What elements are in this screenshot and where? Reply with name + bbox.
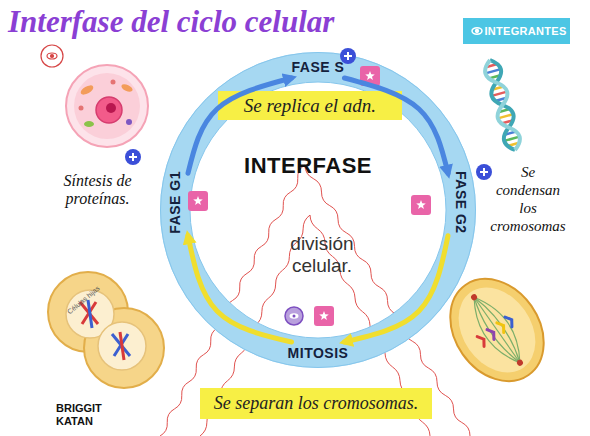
ring-edge: [161, 53, 476, 368]
cell-illustration-part: [79, 106, 84, 111]
mitosis-cell-part-part: [474, 297, 520, 363]
mitosis-cell-part-part: [463, 297, 520, 370]
plus-icon-part: [344, 52, 352, 60]
star-icon-part: [193, 196, 203, 205]
plus-icon: [125, 149, 141, 165]
cell-illustration-part: [84, 121, 94, 127]
ring-edge: [190, 82, 446, 338]
eye-icon: [41, 45, 63, 67]
star-icon: [411, 195, 431, 215]
dna-helix-part: [492, 92, 507, 96]
star-icon-part: [319, 311, 329, 320]
cell-illustration: [66, 65, 148, 147]
star-icon-part: [411, 195, 431, 215]
ring-text: INTERFASE: [208, 153, 408, 179]
cell-illustration-part: [126, 119, 132, 125]
plus-icon-part: [480, 168, 488, 176]
dna-helix: [485, 60, 520, 150]
dna-helix-part: [485, 60, 520, 150]
dna-helix-part: [498, 114, 513, 118]
daughter-cells-part: [120, 332, 124, 360]
mitosis-cell-part-part: [497, 320, 507, 332]
phase-label: FASE G1: [167, 171, 183, 234]
button-eye-icon-part: [472, 28, 482, 34]
phase-label: FASE S: [292, 59, 345, 75]
mitosis-cell-part-part: [505, 315, 515, 327]
phase-label-box: MITOSIS: [278, 342, 358, 364]
highlight-band: Se replica el adn.: [218, 91, 402, 120]
cell-illustration-part: [106, 103, 116, 113]
band-text: Se replica el adn.: [244, 95, 376, 117]
mitosis-cell-part: [443, 273, 551, 387]
plus-icon-part: [476, 164, 492, 180]
cycle-arrow: [188, 78, 292, 173]
button-eye-icon: [472, 28, 482, 34]
cell-illustration-part: [111, 80, 116, 85]
note-text: Se condensan los cromosomas: [488, 163, 568, 235]
cell-illustration-part: [66, 65, 148, 147]
star-icon: [314, 306, 334, 326]
mitosis-cell-part-part: [477, 334, 487, 346]
eye-button-icon-part: [293, 315, 296, 318]
cell-illustration-part: [96, 97, 122, 123]
members-button: INTEGRANTES: [463, 18, 570, 44]
dna-helix-part: [485, 69, 500, 73]
image-caption: Células hijas: [66, 284, 101, 315]
phase-label: FASE G2: [453, 171, 469, 234]
plus-icon: [340, 48, 356, 64]
star-icon: [188, 191, 208, 211]
button-eye-icon-part: [476, 30, 479, 33]
cycle-arrow: [344, 78, 448, 173]
eye-icon-ring: [41, 45, 63, 67]
eye-button-icon-part: [285, 307, 303, 325]
mitosis-cell-part-part: [474, 290, 531, 363]
cell-illustration-part: [120, 83, 133, 94]
star-icon-part: [314, 306, 334, 326]
author-name: BRIGGIT KATAN: [56, 402, 116, 428]
mitosis-cell-part-part: [469, 297, 520, 366]
phase-label-box: FASE G1: [162, 160, 188, 244]
mitosis-cell-part-part: [487, 327, 497, 339]
star-icon-part: [188, 191, 208, 211]
plus-icon-part: [129, 153, 137, 161]
button-label: INTEGRANTES: [484, 25, 566, 37]
mitosis-cell-part-part: [474, 294, 525, 363]
cycle-arrow: [344, 236, 448, 342]
mitosis-cell-part: [516, 359, 524, 367]
star-icon: [360, 66, 380, 86]
daughter-cells-part: [98, 322, 146, 370]
mitosis-cell-part: [463, 290, 530, 370]
band-text: Se separan los cromosomas.: [214, 393, 418, 414]
mitosis-cell-part: [470, 293, 478, 301]
note-text: Síntesis de proteínas.: [50, 172, 145, 209]
cell-illustration-part: [74, 73, 140, 139]
diagram-title: Interfase del ciclo celular: [8, 4, 334, 40]
cell-illustration-part: [79, 83, 95, 96]
eye-button-icon-part: [290, 313, 299, 319]
eye-icon-pupil: [51, 55, 54, 58]
phase-label: MITOSIS: [288, 345, 349, 361]
eye-icon-shape: [47, 53, 57, 59]
star-icon-part: [365, 71, 375, 80]
mitosis-cell-part: [477, 315, 515, 347]
ring-text: división celular.: [267, 233, 377, 277]
star-icon-part: [360, 66, 380, 86]
dna-helix-part: [504, 137, 519, 141]
daughter-cells-part: [88, 300, 92, 328]
plus-icon-part: [340, 48, 356, 64]
cycle-arrow: [188, 236, 292, 342]
eye-button-icon: [285, 307, 303, 325]
phase-label-box: FASE G2: [448, 160, 474, 244]
plus-icon-part: [125, 149, 141, 165]
plus-icon: [476, 164, 492, 180]
highlight-band: Se separan los cromosomas.: [200, 388, 432, 419]
ring-band: [175, 67, 461, 353]
daughter-cells: [48, 272, 164, 388]
star-icon-part: [416, 200, 426, 209]
phase-label-box: FASE S: [283, 56, 353, 78]
